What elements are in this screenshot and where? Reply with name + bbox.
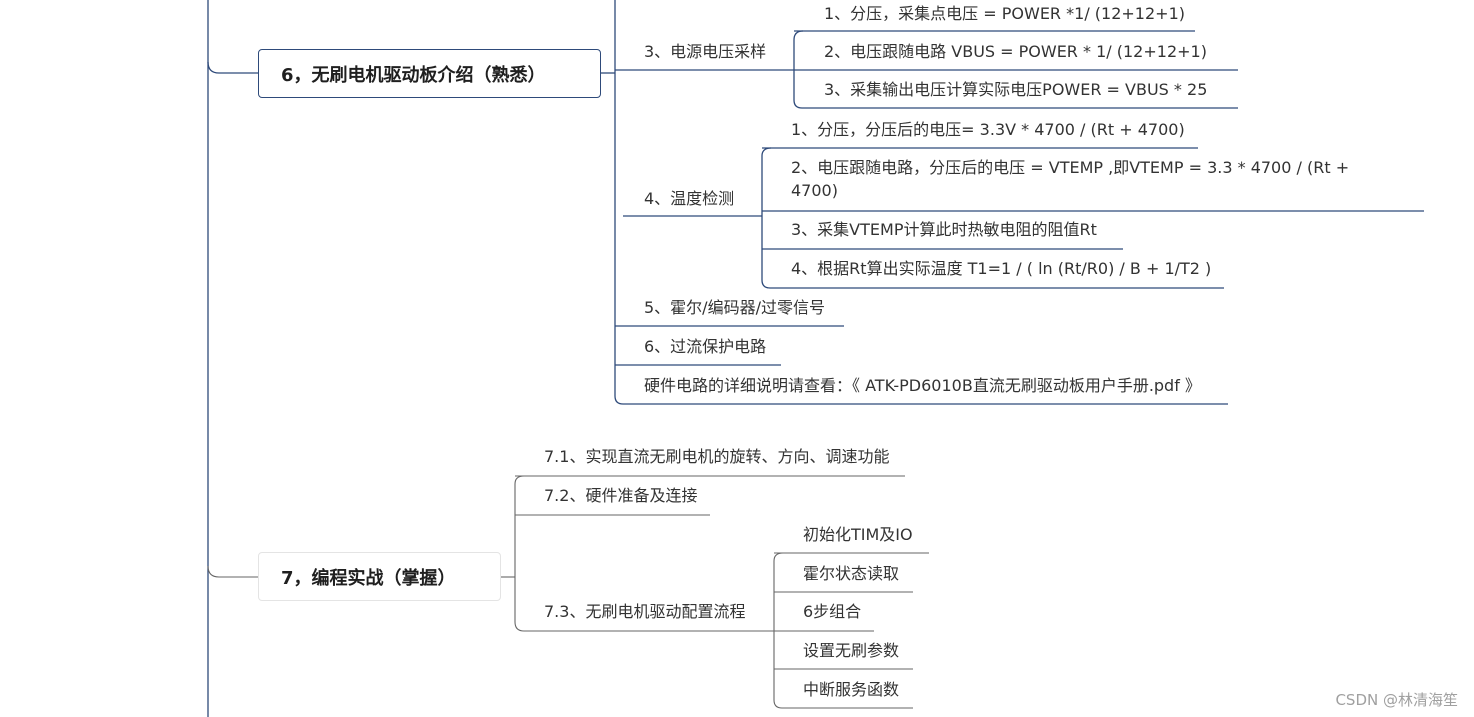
temp-bus: [761, 147, 1224, 289]
s7-item-3[interactable]: 7.3、无刷电机驱动配置流程: [544, 602, 746, 621]
voltage-item-1[interactable]: 1、分压，采集点电压 = POWER *1/ (12+12+1): [824, 4, 1185, 23]
hall-encoder-node[interactable]: 5、霍尔/编码器/过零信号: [644, 298, 825, 317]
flow-step-4[interactable]: 设置无刷参数: [803, 641, 900, 660]
section6-title[interactable]: 6，无刷电机驱动板介绍（熟悉）: [258, 49, 601, 98]
csdn-watermark: CSDN @林清海笙: [1335, 691, 1458, 709]
voltage-bus: [793, 30, 1238, 109]
overcurrent-node[interactable]: 6、过流保护电路: [644, 337, 767, 356]
section6-title-text: 6，无刷电机驱动板介绍（熟悉）: [281, 64, 546, 86]
flow-step-3[interactable]: 6步组合: [803, 602, 862, 621]
temperature-item-1[interactable]: 1、分压，分压后的电压= 3.3V * 4700 / (Rt + 4700): [791, 120, 1185, 139]
flow-step-1[interactable]: 初始化TIM及IO: [803, 525, 913, 544]
voltage-item-2[interactable]: 2、电压跟随电路 VBUS = POWER * 1/ (12+12+1): [824, 42, 1207, 61]
temperature-item-4[interactable]: 4、根据Rt算出实际温度 T1=1 / ( ln (Rt/R0) / B + 1…: [791, 259, 1212, 278]
section6-bus: [614, 0, 1228, 405]
flow-step-5[interactable]: 中断服务函数: [803, 680, 900, 699]
temperature-item-2[interactable]: 2、电压跟随电路，分压后的电压 = VTEMP ,即VTEMP = 3.3 * …: [791, 158, 1350, 177]
temperature-node[interactable]: 4、温度检测: [644, 189, 735, 208]
s7-item-1[interactable]: 7.1、实现直流无刷电机的旋转、方向、调速功能: [544, 447, 890, 466]
section7-title[interactable]: 7，编程实战（掌握）: [258, 552, 501, 601]
voltage-sampling-node[interactable]: 3、电源电压采样: [644, 42, 767, 61]
section7-title-text: 7，编程实战（掌握）: [281, 567, 456, 589]
flow-bus: [773, 552, 913, 709]
s7-item-2[interactable]: 7.2、硬件准备及连接: [544, 486, 698, 505]
trunk-to-section7: [207, 565, 258, 578]
trunk-to-section6: [207, 61, 258, 74]
manual-reference-node[interactable]: 硬件电路的详细说明请查看：《 ATK-PD6010B直流无刷驱动板用户手册.pd…: [644, 376, 1201, 395]
temperature-item-2-cont: 4700): [791, 181, 838, 200]
flow-step-2[interactable]: 霍尔状态读取: [803, 564, 900, 583]
section7-bus: [514, 475, 774, 632]
voltage-item-3[interactable]: 3、采集输出电压计算实际电压POWER = VBUS * 25: [824, 80, 1208, 99]
temperature-item-3[interactable]: 3、采集VTEMP计算此时热敏电阻的阻值Rt: [791, 220, 1097, 239]
